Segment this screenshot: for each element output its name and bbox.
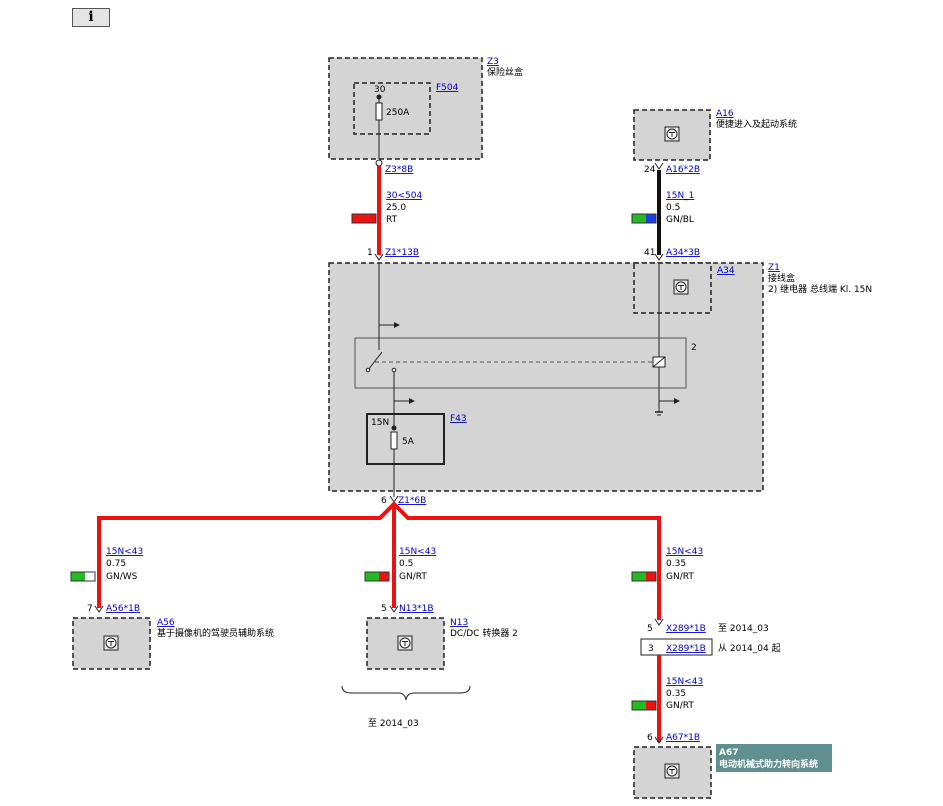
a16-id[interactable]: A16 — [716, 109, 734, 119]
a56-1b-pin-arrow — [94, 605, 104, 613]
f43-rating: 5A — [402, 437, 415, 447]
a34-3b-connector-label[interactable]: A34*3B — [666, 248, 700, 258]
wire-color-swatch-gn-ws — [70, 571, 96, 582]
z3-8b-connector-pin — [375, 159, 383, 167]
a67-1b-connector-label[interactable]: A67*1B — [666, 733, 700, 743]
n13-name: DC/DC 转换器 2 — [450, 627, 518, 639]
wire-30-504-size: 25.0 — [386, 203, 406, 213]
a16-2b-connector-label[interactable]: A16*2B — [666, 165, 700, 175]
x289-a-note: 至 2014_03 — [718, 623, 769, 634]
f504-id[interactable]: F504 — [436, 83, 459, 93]
f43-terminal — [391, 425, 397, 431]
z1-note: 2) 继电器 总线端 Kl. 15N — [768, 283, 872, 295]
f504-rating: 250A — [386, 108, 410, 118]
wire-n13-size: 0.5 — [399, 559, 413, 569]
relay-2-label: 2 — [691, 343, 697, 353]
x289-a-pin: 5 — [647, 624, 653, 634]
a16-name: 便捷进入及起动系统 — [716, 118, 797, 130]
wire-a67-color: GN/RT — [666, 701, 694, 711]
relay-contact — [367, 351, 383, 371]
wire-color-swatch-rt — [351, 213, 377, 224]
wire-x289-color: GN/RT — [666, 572, 694, 582]
wire-15n-1-size: 0.5 — [666, 203, 680, 213]
a34-3b-pin: 41 — [644, 248, 655, 258]
relay-2-box — [354, 337, 687, 389]
wire-color-swatch-gn-rt-n13 — [364, 571, 390, 582]
f504-fuse-box[interactable] — [353, 82, 431, 135]
wire-x289-size: 0.35 — [666, 559, 686, 569]
a67-1b-pin-arrow — [654, 736, 664, 744]
wire-n13-color: GN/RT — [399, 572, 427, 582]
n13-1b-pin: 5 — [381, 604, 387, 614]
f504-pin: 30 — [374, 85, 386, 95]
z1-13b-pin-arrow — [374, 253, 384, 261]
a56-1b-pin: 7 — [87, 604, 93, 614]
a67-id[interactable]: A67 — [719, 748, 739, 758]
z1-id[interactable]: Z1 — [768, 263, 780, 273]
wire-15n-1-signal[interactable]: 15N_1 — [666, 191, 694, 201]
x289-b-note: 从 2014_04 起 — [718, 643, 781, 654]
wire-a56-size: 0.75 — [106, 559, 126, 569]
n13-id[interactable]: N13 — [450, 618, 468, 628]
wire-30-504-color: RT — [386, 215, 398, 225]
n13-1b-connector-label[interactable]: N13*1B — [399, 604, 434, 614]
a16-2b-pin: 24 — [644, 165, 656, 175]
x289-a-pin-arrow — [654, 618, 664, 626]
a67-name: 电动机械式助力转向系统 — [719, 758, 818, 770]
a16-2b-pin-arrow — [654, 162, 664, 170]
z3-name: 保险丝盒 — [487, 66, 523, 78]
z1-6b-connector-label[interactable]: Z1*6B — [398, 496, 426, 506]
info-button[interactable]: i — [72, 8, 110, 27]
z1-13b-pin: 1 — [367, 248, 373, 258]
wire-color-swatch-gn-rt-x289 — [631, 571, 657, 582]
a34-control-unit[interactable] — [633, 262, 712, 314]
x289-b-connector-box — [640, 638, 713, 656]
n13-1b-pin-arrow — [389, 605, 399, 613]
x289-b-pin: 3 — [648, 644, 654, 654]
wire-color-swatch-gn-rt-a67 — [631, 700, 657, 711]
z3-8b-connector-label[interactable]: Z3*8B — [385, 165, 413, 175]
f43-fuse-symbol — [390, 431, 398, 450]
a34-id[interactable]: A34 — [717, 266, 735, 276]
a34-3b-pin-arrow — [654, 253, 664, 261]
a67-highlight — [716, 744, 832, 772]
wire-a67-signal[interactable]: 15N<43 — [666, 677, 703, 687]
z1-6b-pin: 6 — [381, 496, 387, 506]
variant-bracket — [341, 685, 471, 701]
wire-a56-color: GN/WS — [106, 572, 138, 582]
f43-pin: 15N — [371, 418, 389, 428]
z1-13b-connector-label[interactable]: Z1*13B — [385, 248, 419, 258]
z1-name: 接线盒 — [768, 272, 795, 284]
wire-15n-43-bus[interactable] — [97, 501, 661, 620]
a67-1b-pin: 6 — [647, 733, 653, 743]
wire-a67-size: 0.35 — [666, 689, 686, 699]
wire-30-504-signal[interactable]: 30<504 — [386, 191, 422, 201]
z3-id[interactable]: Z3 — [487, 57, 499, 67]
x289-a-connector-label[interactable]: X289*1B — [666, 624, 706, 634]
wire-a56-signal[interactable]: 15N<43 — [106, 547, 143, 557]
wire-color-swatch-gn-bl — [631, 213, 657, 224]
f504-fuse-symbol — [375, 102, 383, 121]
a56-name: 基于摄像机的驾驶员辅助系统 — [157, 627, 274, 639]
wire-x289-signal[interactable]: 15N<43 — [666, 547, 703, 557]
f43-fuse-box[interactable] — [366, 413, 445, 465]
f43-id[interactable]: F43 — [450, 414, 467, 424]
variant-bracket-note: 至 2014_03 — [368, 718, 419, 729]
wire-15n-1-color: GN/BL — [666, 215, 694, 225]
x289-b-connector-label[interactable]: X289*1B — [666, 644, 706, 654]
a56-id[interactable]: A56 — [157, 618, 175, 628]
wire-n13-signal[interactable]: 15N<43 — [399, 547, 436, 557]
a56-1b-connector-label[interactable]: A56*1B — [106, 604, 140, 614]
